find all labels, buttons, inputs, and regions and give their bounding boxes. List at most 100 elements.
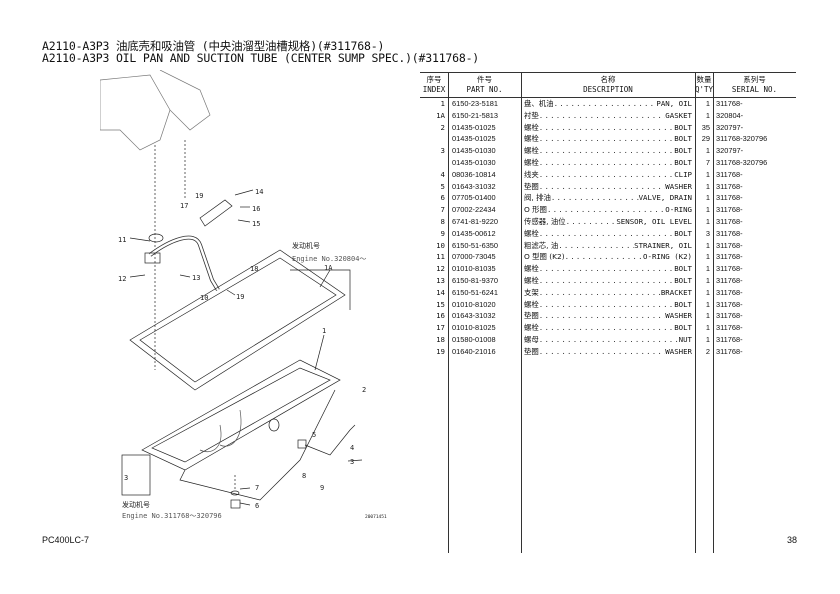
row-serial: 311768- <box>716 217 743 226</box>
row-desc-cn: 垫圈 <box>524 181 539 191</box>
row-part-number: 07000-73045 <box>452 252 496 262</box>
row-desc-en: WASHER <box>665 311 692 321</box>
row-qty: 1 <box>705 169 710 179</box>
callout-18: 18 <box>250 265 258 273</box>
row-index: 5 <box>440 181 445 191</box>
row-index: 16 <box>436 311 445 321</box>
table-row: 1201010-81035螺栓.........................… <box>420 263 796 275</box>
row-serial: 311768- <box>716 323 743 333</box>
row-desc-en: BOLT <box>674 146 692 156</box>
row-desc-en: WASHER <box>665 181 692 191</box>
table-row: 01435-01025螺栓...........................… <box>420 133 796 145</box>
row-part-number: 6150-81-9370 <box>452 276 499 285</box>
row-qty: 1 <box>705 240 710 250</box>
row-part-number: 6150-51-6350 <box>452 240 499 250</box>
figure-code: 20071451 <box>365 514 387 520</box>
row-description: 螺栓......................................… <box>524 276 692 285</box>
row-index: 2 <box>440 122 445 132</box>
callout-3b: 3 <box>124 474 128 482</box>
row-serial: 311768- <box>716 99 743 108</box>
row-description: O 形圈....................................… <box>524 205 692 215</box>
row-desc-en: BOLT <box>674 276 692 285</box>
table-row: 16150-23-5181盘、机油.......................… <box>420 98 796 110</box>
row-serial: 311768- <box>716 276 743 285</box>
row-desc-cn: 螺栓 <box>524 146 539 156</box>
callout-13: 13 <box>192 274 200 282</box>
table-row: 1901640-21016垫圈.........................… <box>420 346 796 358</box>
callout-3: 3 <box>350 458 354 466</box>
callout-1a: 1A <box>324 264 333 272</box>
row-qty: 1 <box>705 193 710 203</box>
row-desc-en: STRAINER, OIL <box>634 240 692 250</box>
parts-table: 序号 件号 名称 数量 系列号 INDEX PART NO. DESCRIPTI… <box>420 72 796 356</box>
callout-19b: 19 <box>236 293 244 301</box>
row-desc-en: O-RING (K2) <box>643 252 692 262</box>
row-qty: 2 <box>705 346 710 356</box>
row-desc-cn: 传感器, 油位 <box>524 217 566 226</box>
row-serial: 320804- <box>716 110 744 120</box>
table-row: 901435-00612螺栓..........................… <box>420 228 796 240</box>
row-index: 17 <box>436 323 445 333</box>
row-serial: 311768- <box>716 228 743 238</box>
row-desc-en: VALVE, DRAIN <box>638 193 692 203</box>
row-part-number: 01435-01025 <box>452 134 496 144</box>
row-index: 1 <box>440 99 445 108</box>
row-part-number: 01643-31032 <box>452 181 496 191</box>
row-qty: 3 <box>705 228 710 238</box>
row-part-number: 6150-51-6241 <box>452 287 499 297</box>
table-row: 13 6150-81-9370 螺栓........................… <box>420 275 796 287</box>
row-desc-cn: 螺栓 <box>524 134 539 144</box>
row-qty: 1 <box>705 146 710 156</box>
callout-9: 9 <box>320 484 324 492</box>
row-index: 10 <box>436 240 445 250</box>
row-part-number: 01435-01030 <box>452 146 496 156</box>
row-serial: 311768- <box>716 311 743 321</box>
row-part-number: 6150-21-5813 <box>452 110 499 120</box>
row-part-number: 6150-23-5181 <box>452 99 499 108</box>
engine-note-2-cn: 发动机号 <box>122 500 150 509</box>
row-part-number: 01435-01025 <box>452 122 496 132</box>
row-desc-cn: 螺母 <box>524 335 539 344</box>
row-serial: 320797- <box>716 146 744 156</box>
row-description: 线夹......................................… <box>524 169 692 179</box>
row-description: 垫圈......................................… <box>524 346 692 356</box>
row-index: 4 <box>440 169 445 179</box>
row-desc-en: BOLT <box>674 228 692 238</box>
row-serial: 311768- <box>716 181 743 191</box>
row-index: 3 <box>440 146 445 156</box>
row-desc-cn: 螺栓 <box>524 276 539 285</box>
row-description: 螺栓......................................… <box>524 323 692 333</box>
row-desc-cn: 螺栓 <box>524 299 539 309</box>
table-row: 201435-01025螺栓..........................… <box>420 122 796 134</box>
row-qty: 1 <box>705 311 710 321</box>
row-qty: 1 <box>705 323 710 333</box>
table-row: 5 01643-31032 垫圈..........................… <box>420 181 796 193</box>
row-part-number: 08036-10814 <box>452 169 496 179</box>
row-description: 传感器, 油位.................................… <box>524 217 692 226</box>
row-desc-en: CLIP <box>674 169 692 179</box>
table-row: 1A6150-21-5813衬垫........................… <box>420 110 796 122</box>
row-desc-cn: 支架 <box>524 287 539 297</box>
row-index: 9 <box>440 228 445 238</box>
row-index: 13 <box>436 276 445 285</box>
row-serial: 311768- <box>716 240 743 250</box>
row-description: 垫圈......................................… <box>524 181 692 191</box>
row-index: 14 <box>436 287 445 297</box>
row-qty: 1 <box>705 181 710 191</box>
table-row: 4 08036-10814 线夹..........................… <box>420 169 796 181</box>
callout-11: 11 <box>118 236 126 244</box>
row-serial: 311768- <box>716 193 743 203</box>
row-description: 衬垫......................................… <box>524 110 692 120</box>
row-qty: 1 <box>705 99 710 108</box>
row-desc-cn: O 型圈 (K2) <box>524 252 565 262</box>
callout-12: 12 <box>118 275 126 283</box>
table-row: 17 01010-81025 螺栓.........................… <box>420 322 796 334</box>
exploded-parts-diagram: 11 12 13 10 19 18 14 16 15 17 19 1A 1 2 … <box>100 70 387 520</box>
row-desc-en: BOLT <box>674 264 692 274</box>
row-serial: 311768- <box>716 264 743 274</box>
row-part-number: 01010-81025 <box>452 323 496 333</box>
callout-15: 15 <box>252 220 260 228</box>
row-desc-cn: 垫圈 <box>524 346 539 356</box>
